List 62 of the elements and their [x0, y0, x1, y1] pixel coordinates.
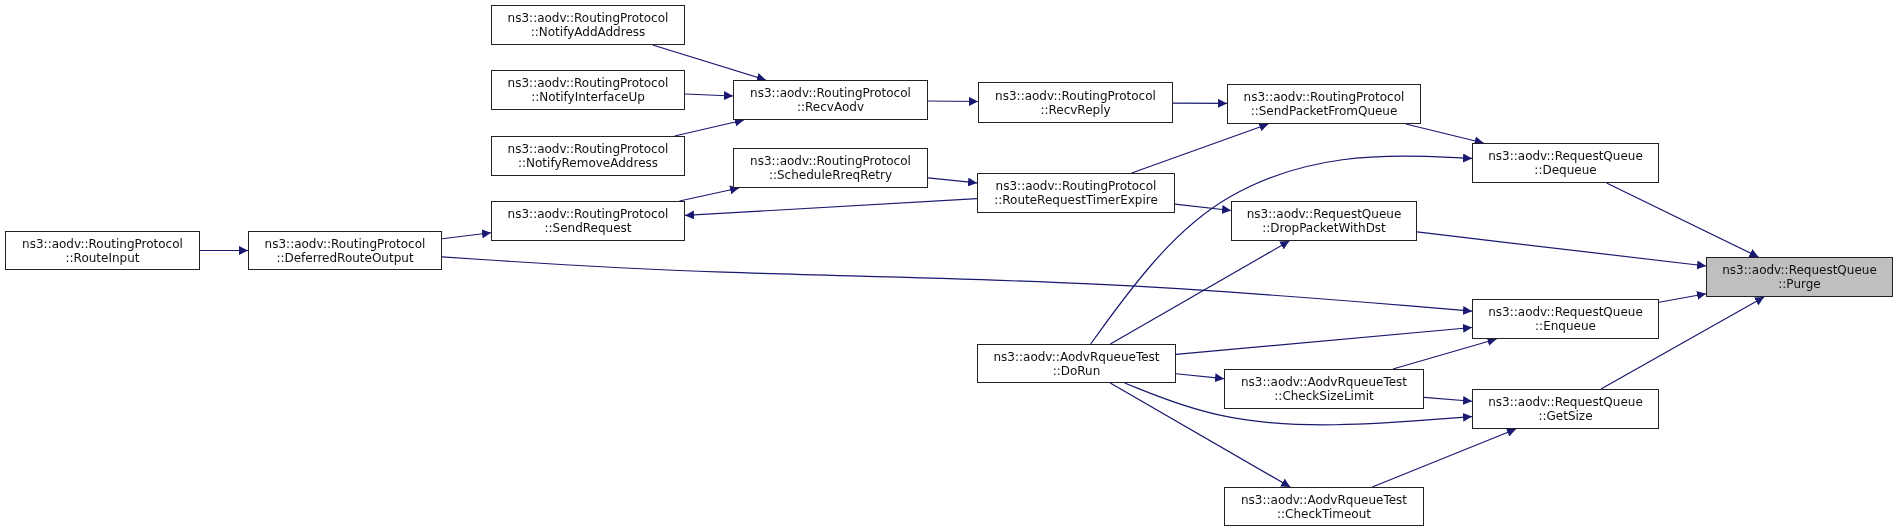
arrow — [1109, 240, 1290, 345]
arrow — [684, 91, 734, 101]
arrow — [1175, 373, 1225, 383]
function-box — [1472, 389, 1659, 429]
arrow — [1175, 323, 1473, 356]
arrow — [441, 229, 492, 240]
function-box — [733, 148, 928, 188]
function-name: ns3::aodv::RequestQueue ::Enqueue — [1487, 305, 1644, 333]
function-name: ns3::aodv::RoutingProtocol ::SendRequest — [506, 207, 670, 235]
function-box — [977, 173, 1175, 213]
arrow — [1090, 153, 1473, 345]
arrow — [927, 177, 978, 187]
function-name: ns3::aodv::RoutingProtocol ::RouteInput — [21, 236, 184, 265]
arrow — [1658, 290, 1707, 303]
function-name: ns3::aodv::RoutingProtocol ::RouteRequestTimerExpire — [993, 179, 1159, 207]
function-box — [491, 5, 685, 45]
function-name: ns3::aodv::RequestQueue ::Dequeue — [1487, 149, 1644, 177]
function-name: ns3::aodv::AodvRqueueTest ::CheckTimeout — [1239, 492, 1408, 521]
function-box — [1706, 257, 1893, 297]
function-name: ns3::aodv::RoutingProtocol ::DeferredRouteOutput — [263, 236, 427, 265]
function-name: ns3::aodv::RoutingProtocol ::ScheduleRreqRetry — [749, 154, 912, 182]
function-box — [1224, 487, 1424, 526]
arrow — [652, 44, 767, 82]
function-name: ns3::aodv::RoutingProtocol ::SendPacketFromQueue — [1242, 90, 1406, 118]
function-name: ns3::aodv::RoutingProtocol ::NotifyInterfaceUp — [506, 76, 670, 104]
function-box — [1224, 369, 1424, 409]
arrow — [927, 96, 979, 106]
function-box — [1472, 299, 1659, 339]
arrow — [1600, 296, 1765, 390]
function-name: ns3::aodv::RoutingProtocol ::NotifyAddAddress — [506, 11, 670, 39]
arrow — [1416, 231, 1707, 270]
function-name: ns3::aodv::RoutingProtocol ::NotifyRemoveAddress — [506, 142, 670, 170]
function-box — [733, 80, 928, 120]
function-box — [491, 201, 685, 241]
function-box — [978, 82, 1173, 123]
arrow — [199, 246, 249, 255]
arrow — [1392, 337, 1498, 370]
function-box — [1227, 84, 1421, 124]
function-box — [1472, 143, 1659, 183]
function-name: ns3::aodv::RequestQueue ::GetSize — [1487, 395, 1644, 423]
function-box — [491, 70, 685, 110]
arrow — [1423, 396, 1473, 405]
arrow — [1371, 428, 1517, 488]
function-box — [491, 136, 685, 176]
arrow — [1131, 122, 1269, 174]
function-name: ns3::aodv::AodvRqueueTest ::DoRun — [992, 349, 1161, 378]
arrow — [1605, 182, 1760, 258]
function-box — [977, 344, 1176, 383]
function-box — [248, 231, 442, 270]
function-name: ns3::aodv::RequestQueue ::DropPacketWithDst — [1245, 207, 1403, 235]
arrow — [684, 198, 978, 220]
arrow — [1172, 98, 1228, 108]
function-box — [1231, 201, 1417, 241]
arrow — [441, 256, 1473, 315]
function-name: ns3::aodv::AodvRqueueTest ::CheckSizeLimit — [1239, 375, 1408, 403]
function-name: ns3::aodv::RoutingProtocol ::RecvAodv — [749, 86, 912, 114]
arrow — [1124, 382, 1473, 426]
function-box — [5, 231, 200, 270]
function-name: ns3::aodv::RoutingProtocol ::RecvReply — [994, 88, 1157, 117]
function-name: ns3::aodv::RequestQueue ::Purge — [1721, 263, 1878, 291]
arrow — [1109, 382, 1291, 488]
arrow — [1174, 203, 1232, 214]
